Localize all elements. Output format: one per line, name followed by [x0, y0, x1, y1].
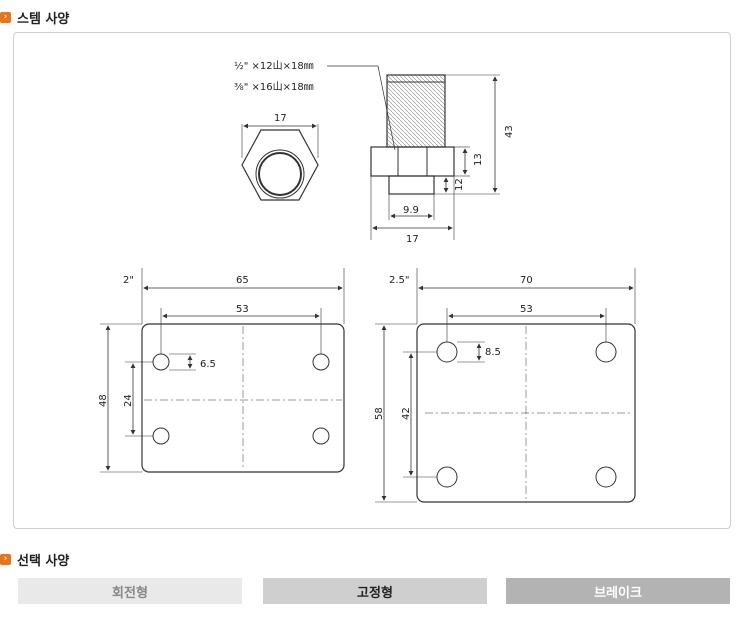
- total-height-label: 43: [504, 125, 515, 138]
- select-section-title: 선택 사양: [17, 553, 70, 569]
- stem-section-header: › 스템 사양: [0, 7, 69, 27]
- small-plate-hole-spacing-y-label: 24: [123, 394, 134, 407]
- thread-spec-1-label: ½" ×12山×18㎜: [234, 60, 314, 72]
- option-rotating-button[interactable]: 회전형: [18, 578, 242, 604]
- stem-side-view: [327, 65, 500, 240]
- large-plate-drawing: [375, 268, 636, 503]
- small-plate-hole-spacing-x-label: 53: [236, 304, 249, 315]
- small-plate-hole-diameter-label: 6.5: [200, 359, 216, 370]
- large-plate-hole-spacing-y-label: 42: [401, 407, 412, 420]
- select-section-header: › 선택 사양: [0, 549, 69, 569]
- option-fixed-button[interactable]: 고정형: [263, 578, 487, 604]
- spec-drawing-panel: [13, 32, 731, 529]
- small-plate-size-label: 2": [123, 275, 134, 286]
- large-plate-width-label: 70: [520, 275, 533, 286]
- hex-nut-top-view: [241, 123, 319, 201]
- small-plate-drawing: [100, 268, 345, 473]
- large-plate-height-label: 58: [374, 407, 385, 420]
- thread-spec-2-label: ⅜" ×16山×18㎜: [234, 81, 314, 93]
- collar-height-label: 12: [454, 178, 465, 191]
- stem-section-title: 스템 사양: [17, 11, 70, 27]
- arrow-right-icon: ›: [0, 553, 11, 565]
- large-plate-hole-spacing-x-label: 53: [520, 304, 533, 315]
- arrow-right-icon: ›: [0, 11, 11, 23]
- large-plate-size-label: 2.5": [389, 275, 410, 286]
- small-plate-height-label: 48: [98, 394, 109, 407]
- option-brake-button[interactable]: 브레이크: [506, 578, 730, 604]
- small-plate-width-label: 65: [236, 275, 249, 286]
- nut-height-label: 13: [473, 153, 484, 166]
- hex-width-label: 17: [274, 113, 287, 124]
- large-plate-hole-diameter-label: 8.5: [485, 347, 501, 358]
- collar-width-label: 9.9: [403, 205, 419, 216]
- nut-width-label: 17: [406, 234, 419, 245]
